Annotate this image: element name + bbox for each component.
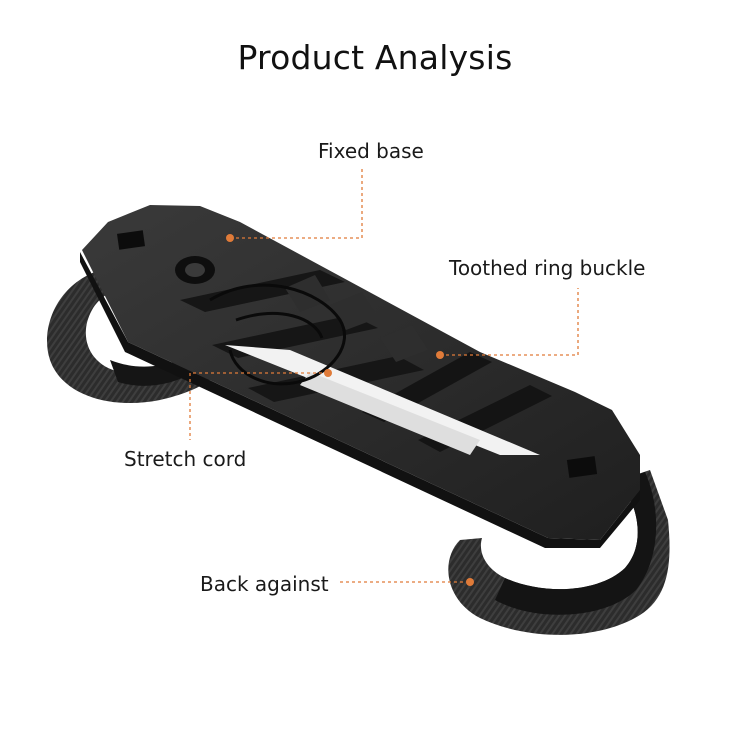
right-strap (448, 470, 670, 635)
callout-toothed-ring-buckle (436, 288, 579, 359)
callout-stretch-cord (189, 369, 332, 440)
label-back-against: Back against (200, 572, 329, 596)
page-title: Product Analysis (237, 38, 513, 77)
label-toothed-ring-buckle: Toothed ring buckle (449, 256, 646, 280)
callout-fixed-base (226, 168, 363, 242)
callout-back-against (340, 578, 474, 586)
label-stretch-cord: Stretch cord (124, 447, 247, 471)
base-plate (80, 205, 640, 548)
label-fixed-base: Fixed base (318, 139, 424, 163)
